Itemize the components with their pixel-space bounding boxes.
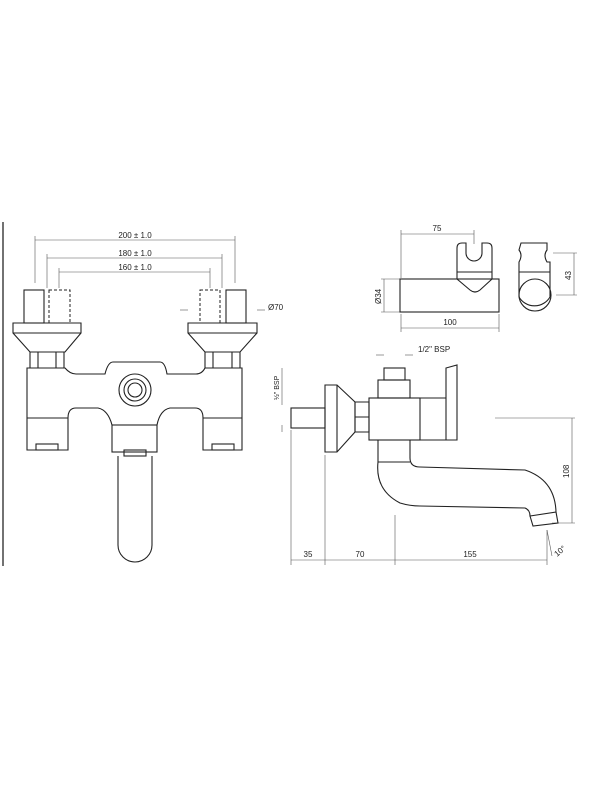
front-view: 200 ± 1.0 180 ± 1.0 160 ± 1.0 Ø70 ½" BSP xyxy=(12,231,284,563)
holder-side xyxy=(518,242,551,307)
side-nut xyxy=(354,401,370,433)
dim-160: 160 ± 1.0 xyxy=(118,263,152,272)
dimension-lines xyxy=(34,236,283,432)
left-inlet-pipe xyxy=(23,289,45,324)
outlet-stub xyxy=(383,367,406,381)
left-nut xyxy=(29,351,65,369)
holder-base xyxy=(399,278,500,313)
dim-angle: 10° xyxy=(553,544,568,559)
right-escutcheon xyxy=(187,322,258,353)
right-nut xyxy=(204,351,241,369)
diverter-inner xyxy=(127,382,143,398)
valve-body xyxy=(368,397,421,441)
dim-flange-diameter: Ø70 xyxy=(268,303,284,312)
handle-block xyxy=(111,424,158,453)
holder-cradle xyxy=(456,242,493,293)
spout xyxy=(377,440,557,517)
handset-holder-view: 75 100 Ø34 43 xyxy=(374,224,577,332)
inlet-pipe xyxy=(290,407,326,429)
mixer-body xyxy=(26,361,243,451)
side-escutcheon xyxy=(324,384,356,453)
diverter-outer xyxy=(118,373,152,407)
lever-handle xyxy=(117,456,153,563)
dim-180: 180 ± 1.0 xyxy=(118,249,152,258)
dim-75: 75 xyxy=(433,224,442,233)
outlet-nut xyxy=(377,379,411,399)
dim-155: 155 xyxy=(463,550,477,559)
dim-d34: Ø34 xyxy=(374,288,383,304)
front-bsp-label: ½" BSP xyxy=(273,375,281,400)
left-inlet-pipe-alt xyxy=(48,289,71,324)
side-view: 35 70 155 108 1/2" BSP 10° xyxy=(290,345,575,565)
left-escutcheon xyxy=(12,322,82,353)
dim-35: 35 xyxy=(304,550,313,559)
dim-70: 70 xyxy=(356,550,365,559)
dim-108: 108 xyxy=(562,464,571,478)
right-inlet-pipe-alt xyxy=(199,289,221,324)
dim-43: 43 xyxy=(564,271,573,280)
right-inlet-pipe xyxy=(225,289,247,324)
dim-outlet-bsp: 1/2" BSP xyxy=(418,345,450,354)
aerator xyxy=(529,511,559,527)
dim-200: 200 ± 1.0 xyxy=(118,231,152,240)
dim-100: 100 xyxy=(443,318,457,327)
lever-plate xyxy=(420,364,458,441)
